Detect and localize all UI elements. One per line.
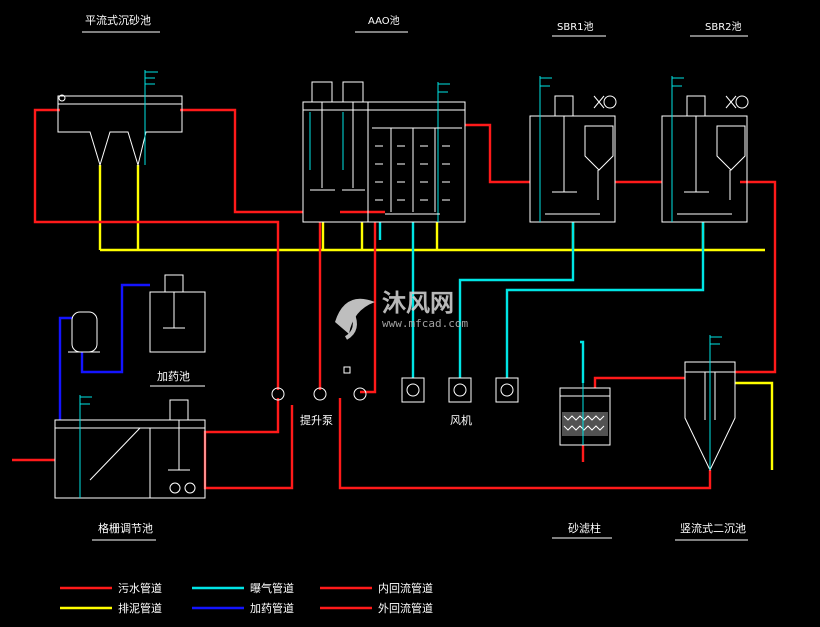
watermark-url: www.mfcad.com xyxy=(382,317,468,330)
pump-icon[interactable] xyxy=(353,387,367,401)
legend-item-dosing: 加药管道 xyxy=(192,601,294,615)
legend-item-inner-reflux: 内回流管道 xyxy=(320,581,433,595)
sand-filter xyxy=(559,375,611,446)
legend-item-outer-reflux: 外回流管道 xyxy=(320,601,433,615)
svg-text:排泥管道: 排泥管道 xyxy=(118,601,162,615)
label-dosing-tank: 加药池 xyxy=(157,370,190,383)
air-sbr1 xyxy=(458,222,575,378)
label-grit-chamber: 平流式沉砂池 xyxy=(85,13,151,27)
label-screen-tank: 格栅调节池 xyxy=(98,521,153,535)
label-aao: AAO池 xyxy=(368,14,400,27)
pump-icon[interactable] xyxy=(271,387,285,401)
sewage-pipes xyxy=(12,108,777,490)
lift-pump-line xyxy=(203,398,294,490)
air-sbr2 xyxy=(505,222,705,378)
svg-text:污水管道: 污水管道 xyxy=(118,581,162,595)
label-lift-pump: 提升泵 xyxy=(300,414,333,427)
blowers xyxy=(401,377,519,403)
grit-to-aao xyxy=(180,108,303,214)
dosing-pipes xyxy=(58,283,150,420)
label-sbr1: SBR1池 xyxy=(557,20,594,33)
blower-icon[interactable] xyxy=(495,377,519,403)
label-blower: 风机 xyxy=(450,413,472,427)
svg-text:外回流管道: 外回流管道 xyxy=(378,601,433,615)
aao-tank xyxy=(302,81,466,223)
clarifier-to-filter xyxy=(593,376,685,388)
aao-diffuser-grid xyxy=(372,127,462,212)
sbr1-tank xyxy=(529,76,617,223)
sludge-pipes xyxy=(98,165,774,470)
lift-pumps xyxy=(271,366,367,401)
dosing-tank xyxy=(68,274,206,353)
sbr2-to-clarifier xyxy=(735,180,777,374)
sludge-clarifier xyxy=(735,381,774,470)
inflow-grit xyxy=(33,108,280,390)
grit-chamber xyxy=(57,70,183,167)
label-sbr2: SBR2池 xyxy=(705,20,742,33)
pump-icon[interactable] xyxy=(313,387,327,401)
legend: 污水管道 排泥管道 曝气管道 加药管道 内回流管道 外回流管道 xyxy=(60,581,433,615)
legend-item-aeration: 曝气管道 xyxy=(192,581,294,595)
outer-reflux xyxy=(338,398,712,490)
sbr2-tank xyxy=(661,76,749,223)
legend-item-sewage: 污水管道 xyxy=(60,581,162,595)
pump-aao-feed-2 xyxy=(360,222,377,394)
svg-text:加药管道: 加药管道 xyxy=(250,601,294,615)
watermark-brand: 沐风网 xyxy=(382,289,454,317)
screen-equalization-tank xyxy=(54,395,206,499)
blower-icon[interactable] xyxy=(401,377,425,403)
aeration-pipes xyxy=(378,222,705,383)
unit-labels: 平流式沉砂池 AAO池 SBR1池 SBR2池 加药池 提升泵 风机 格栅调节池… xyxy=(82,13,748,541)
air-filter xyxy=(580,340,585,383)
svg-text:曝气管道: 曝气管道 xyxy=(250,581,294,595)
vertical-clarifier xyxy=(684,335,736,472)
watermark-logo-icon xyxy=(335,298,375,340)
label-sand-filter: 砂滤柱 xyxy=(568,521,601,535)
svg-text:内回流管道: 内回流管道 xyxy=(378,581,433,595)
dose-to-drum xyxy=(58,316,72,420)
blower-icon[interactable] xyxy=(448,377,472,403)
aao-to-sbr1 xyxy=(465,123,530,184)
dose-tank-loop xyxy=(80,283,150,374)
label-vertical-clarifier: 竖流式二沉池 xyxy=(680,521,746,535)
legend-item-sludge: 排泥管道 xyxy=(60,601,162,615)
watermark: 沐风网 www.mfcad.com xyxy=(335,289,468,340)
